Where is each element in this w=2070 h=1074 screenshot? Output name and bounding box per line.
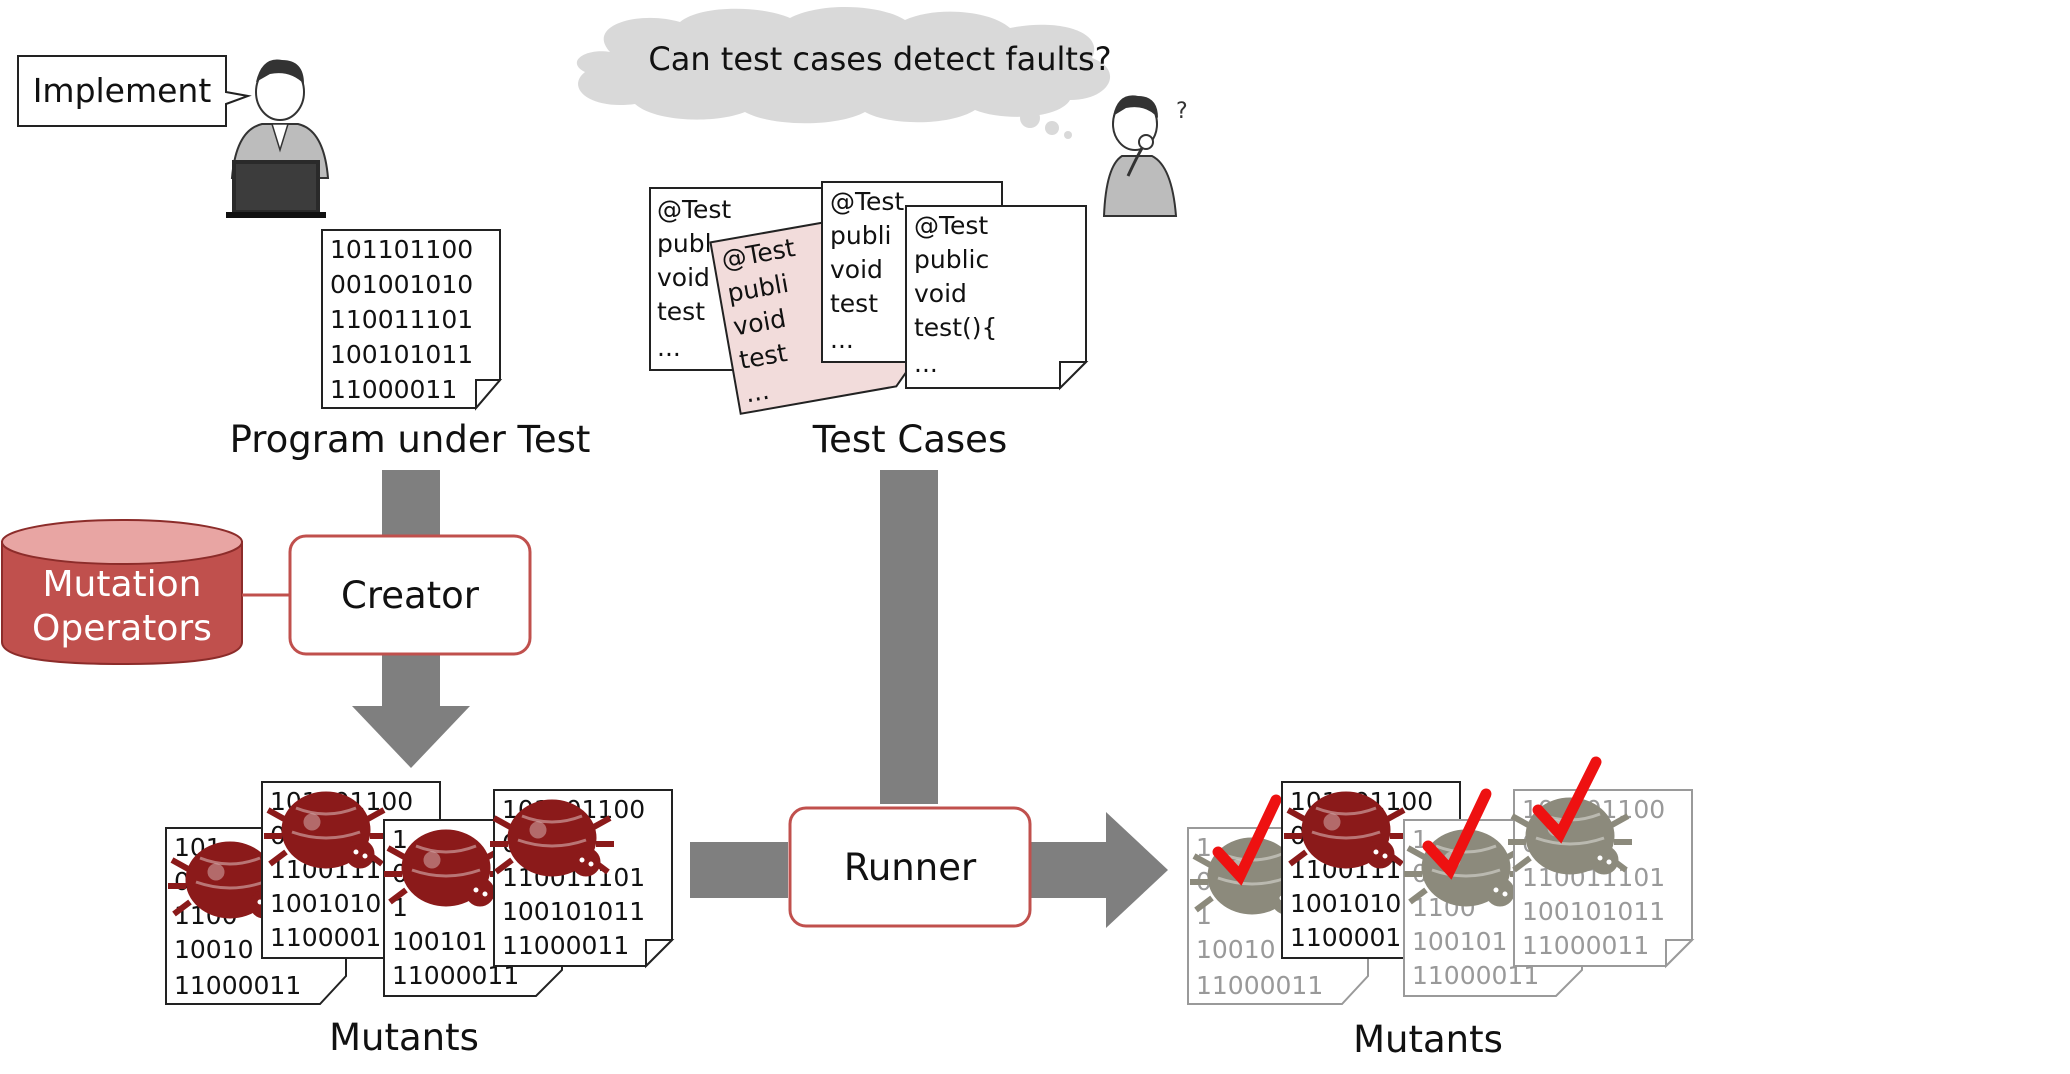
code-line: 100101011 (502, 897, 645, 926)
down-arrow-head (352, 706, 470, 768)
runner-box: Runner (788, 806, 1032, 928)
code-line: 001001010 (330, 270, 473, 299)
code-line: ... (743, 376, 772, 409)
code-line: ... (657, 333, 681, 362)
code-line: void (914, 279, 967, 308)
mutation-operators-database: Mutation Operators (1, 519, 243, 666)
code-line: 10010 (174, 935, 254, 964)
code-line: 1001010 (270, 889, 381, 918)
code-line: public (914, 245, 989, 274)
code-line: test (657, 297, 705, 326)
mutants-right-group: 1 0 1 10010 11000011 101101100 0 1100111… (1187, 756, 1695, 1005)
creator-label: Creator (341, 574, 480, 617)
code-line: test (830, 289, 878, 318)
code-line: 100101 (392, 927, 487, 956)
code-line: 11000011 (502, 931, 629, 960)
code-line: publi (830, 221, 891, 250)
mutants-left-label: Mutants (329, 1016, 479, 1059)
program-code: 101101100 001001010 110011101 100101011 … (330, 235, 473, 404)
code-line: @Test (914, 211, 988, 240)
mutation-operators-label-line2: Operators (32, 608, 212, 649)
test-cases-documents: @Test publ void test ... @Test publi voi… (649, 181, 1089, 415)
code-line: ... (914, 349, 938, 378)
code-line: 100101011 (1522, 897, 1665, 926)
code-line: @Test (830, 187, 904, 216)
checkmark-icon (1212, 794, 1282, 886)
code-line: 1 (1196, 833, 1212, 862)
program-document: 101101100 001001010 110011101 100101011 … (321, 229, 503, 411)
code-line: ... (830, 325, 854, 354)
test-cases-label: Test Cases (812, 418, 1007, 461)
code-line: test(){ (914, 313, 997, 342)
code-line: 1 (392, 825, 408, 854)
test-cases-connector (880, 470, 938, 804)
code-line: 1100001 (270, 923, 381, 952)
mutation-operators-label-line1: Mutation (42, 564, 201, 605)
code-line: 110011101 (330, 305, 473, 334)
code-line: @Test (657, 195, 731, 224)
code-line: 101101100 (330, 235, 473, 264)
thought-text: Can test cases detect faults? (648, 40, 1111, 78)
question-mark: ? (1176, 99, 1188, 124)
speech-bubble: Implement (17, 55, 252, 127)
thinking-person-icon: ? (1102, 95, 1188, 217)
code-line: 100101 (1412, 927, 1507, 956)
killed-mutant-document: 101101100 0010 110011101 100101011 11000… (1508, 756, 1695, 969)
code-line: publ (657, 229, 712, 258)
code-line: 11000011 (1196, 971, 1323, 1000)
code-line: 11000011 (1522, 931, 1649, 960)
code-line: 10010 (1196, 935, 1276, 964)
checkmark-icon (1422, 788, 1492, 880)
right-arrow-head (1106, 812, 1168, 928)
mutant-document: 101101100 0010 110011101 100101011 11000… (490, 789, 675, 969)
code-line: void (830, 255, 883, 284)
test-document-front: @Test public void test(){ ... (905, 205, 1089, 391)
developer-person-icon (226, 59, 330, 218)
thought-cloud: Can test cases detect faults? (576, 6, 1112, 139)
checkmark-icon (1532, 756, 1602, 844)
code-line: 1100001 (1290, 923, 1401, 952)
code-line: 11000011 (174, 971, 301, 1000)
mutants-right-label: Mutants (1353, 1018, 1503, 1061)
program-under-test-label: Program under Test (230, 418, 591, 461)
left-connector (690, 842, 788, 898)
code-line: void (657, 263, 710, 292)
runner-label: Runner (844, 846, 977, 889)
code-line: 100101011 (330, 340, 473, 369)
mutants-left-group: 101 0 1100 10010 11000011 101101100 0 11… (165, 781, 675, 1005)
code-line: 1001010 (1290, 889, 1401, 918)
creator-box: Creator (288, 534, 532, 656)
code-line: 11000011 (330, 375, 457, 404)
right-arrow-shaft (1030, 842, 1108, 898)
speech-text: Implement (33, 71, 212, 110)
